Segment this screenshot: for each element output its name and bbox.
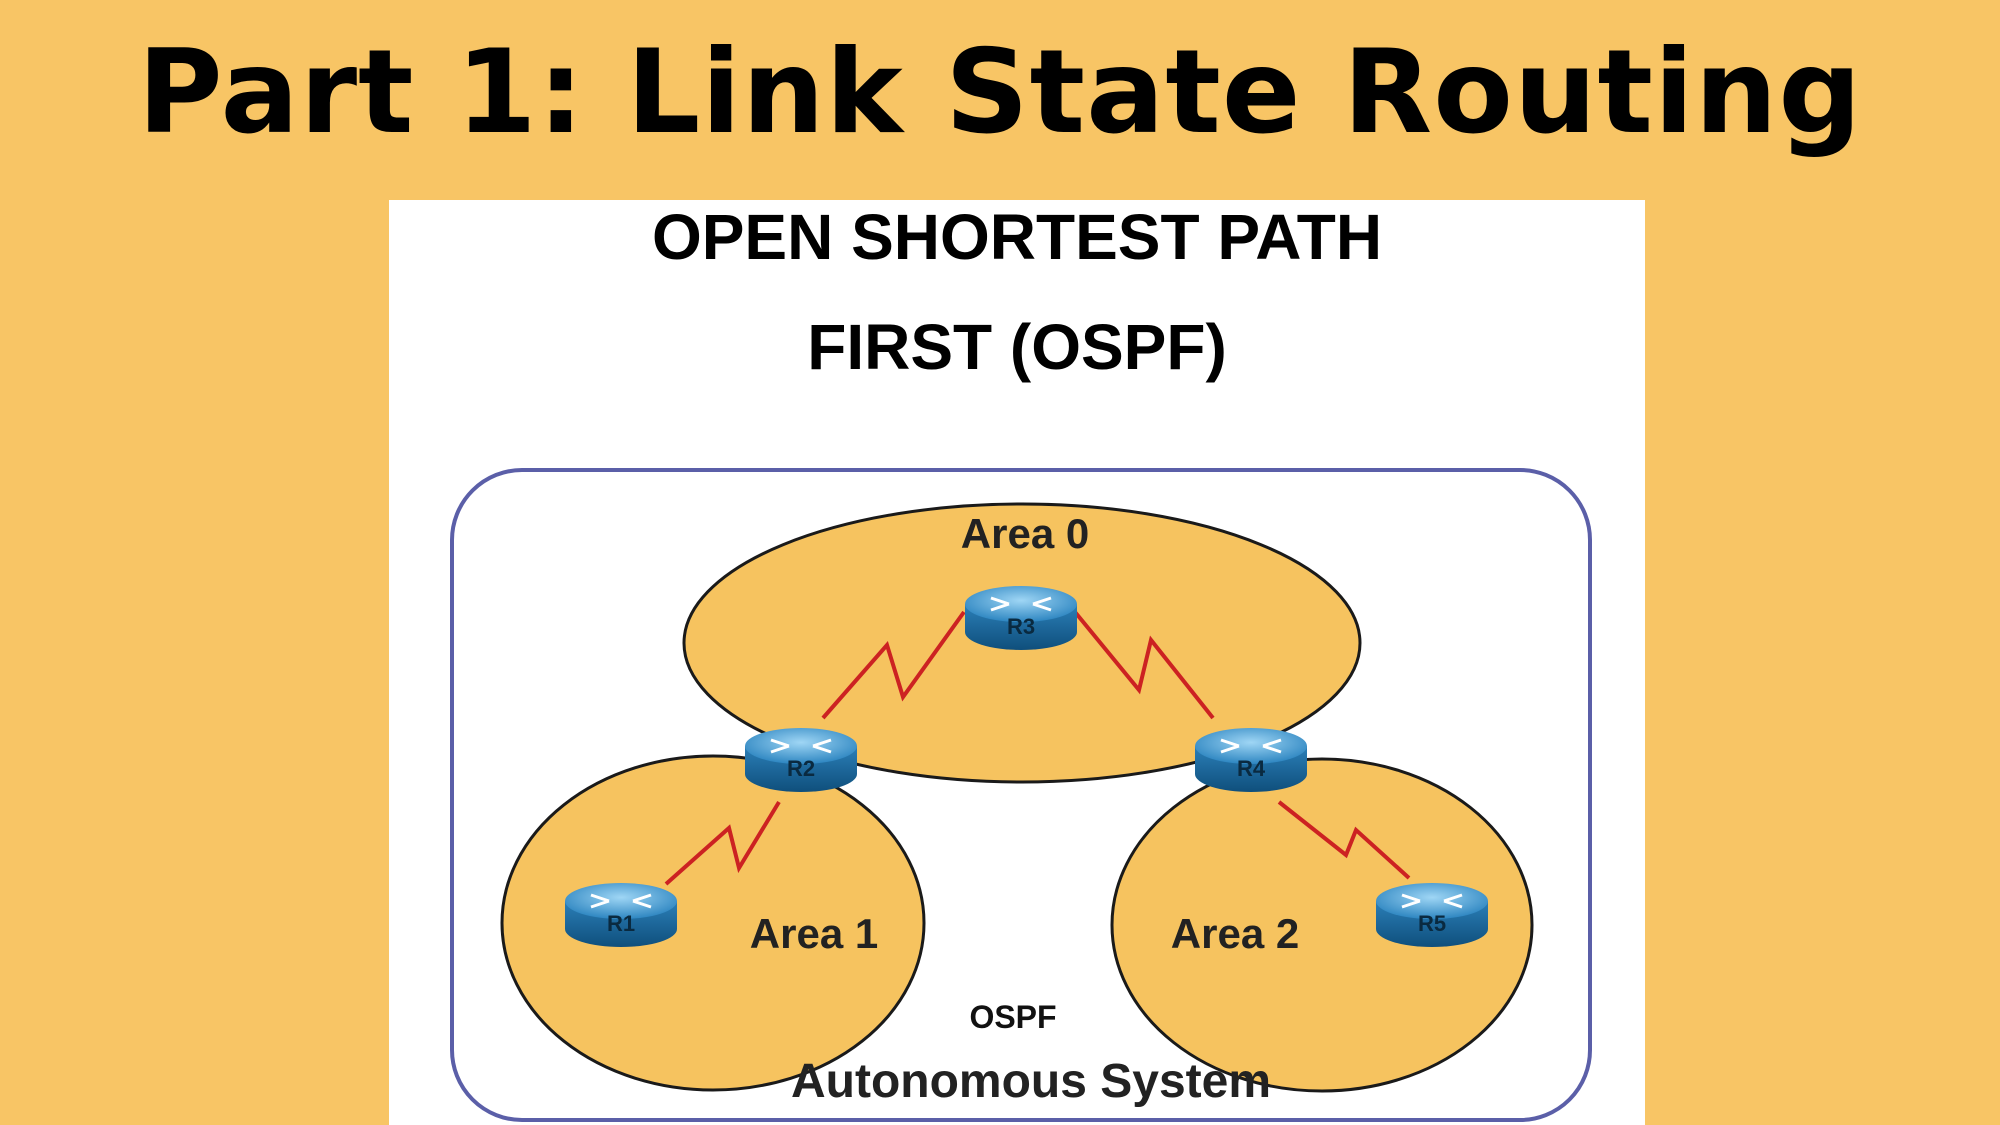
area-1-region xyxy=(500,754,926,1092)
router-r5-label: R5 xyxy=(1418,911,1446,936)
router-r4-label: R4 xyxy=(1237,756,1266,781)
area-2-region xyxy=(1110,757,1534,1093)
diagram-panel: OPEN SHORTEST PATH FIRST (OSPF) xyxy=(389,200,1645,1125)
router-r5: R5 xyxy=(1376,883,1488,947)
router-r2: R2 xyxy=(745,728,857,792)
ospf-network-diagram: R3 R2 R4 R1 xyxy=(450,468,1592,1122)
router-r1: R1 xyxy=(565,883,677,947)
serial-links xyxy=(664,610,1411,886)
link-r1-r2 xyxy=(664,800,781,886)
link-r3-r4 xyxy=(1073,610,1215,720)
link-r4-r5 xyxy=(1277,800,1411,880)
router-r3-label: R3 xyxy=(1007,614,1035,639)
area-1-label: Area 1 xyxy=(750,910,878,957)
autonomous-system-label: Autonomous System xyxy=(791,1055,1271,1108)
router-r2-label: R2 xyxy=(787,756,815,781)
router-r4: R4 xyxy=(1195,728,1307,792)
area-2-label: Area 2 xyxy=(1171,910,1299,957)
ospf-caption: OSPF xyxy=(969,999,1056,1035)
router-r1-label: R1 xyxy=(607,911,635,936)
link-r2-r3 xyxy=(821,610,966,720)
panel-heading-line1: OPEN SHORTEST PATH xyxy=(651,201,1383,273)
router-r3: R3 xyxy=(965,586,1077,650)
panel-heading-line2: FIRST (OSPF) xyxy=(807,311,1227,383)
area-0-label: Area 0 xyxy=(961,510,1089,557)
slide-title: Part 1: Link State Routing xyxy=(137,25,1863,160)
